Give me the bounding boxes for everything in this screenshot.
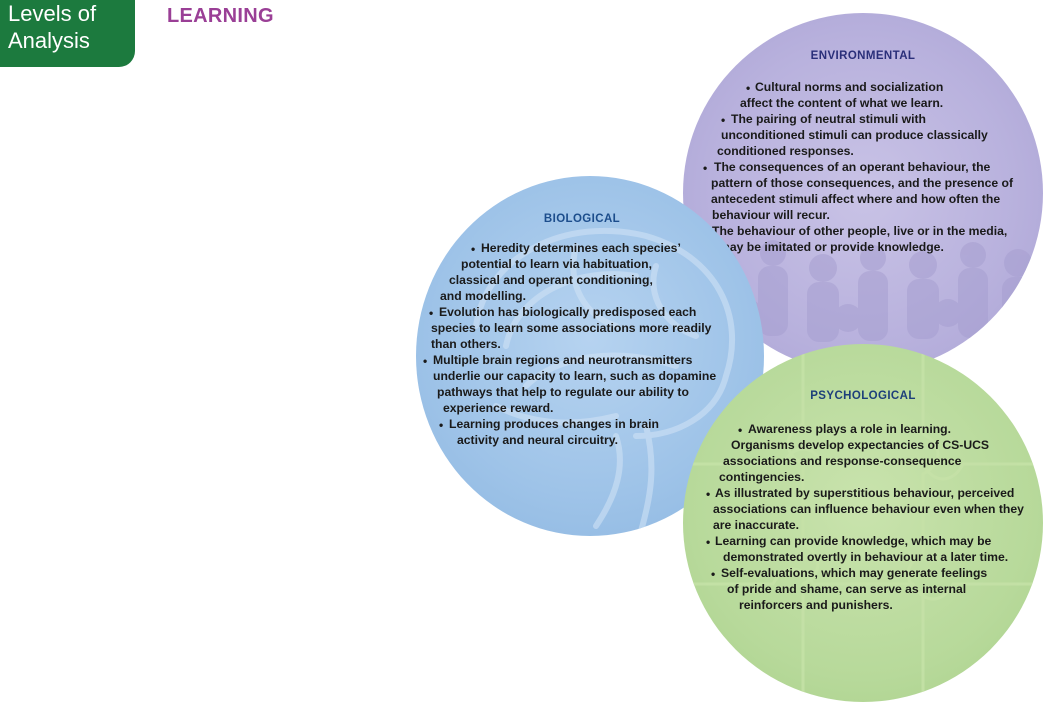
psychological-line: As illustrated by superstitious behaviou…	[715, 486, 1015, 500]
psychological-circle: PSYCHOLOGICAL • Awareness plays a role i…	[683, 344, 1043, 702]
bullet-dot: •	[703, 161, 708, 175]
bullet-dot: •	[471, 242, 476, 256]
page-title: LEARNING	[167, 5, 274, 27]
levels-of-analysis-badge: Levels of Analysis	[0, 0, 135, 67]
environmental-line: behaviour will recur.	[712, 208, 830, 222]
environmental-line: The consequences of an operant behaviour…	[714, 160, 991, 174]
environmental-line: antecedent stimuli affect where and how …	[711, 192, 1001, 206]
psychological-line: Organisms develop expectancies of CS-UCS	[731, 438, 990, 452]
biological-line: underlie our capacity to learn, such as …	[433, 369, 717, 383]
puzzle-illustration	[683, 344, 1043, 702]
brain-illustration	[473, 227, 736, 534]
psychological-line: demonstrated overtly in behaviour at a l…	[723, 550, 1009, 564]
biological-line: classical and operant conditioning,	[449, 273, 653, 287]
bullet-dot: •	[706, 487, 711, 501]
bullet-dot: •	[746, 81, 751, 95]
environmental-line: unconditioned stimuli can produce classi…	[721, 128, 988, 142]
badge-line-2: Analysis	[8, 28, 90, 53]
environmental-line: The behaviour of other people, live or i…	[712, 224, 1008, 238]
psychological-line: Learning can provide knowledge, which ma…	[715, 534, 992, 548]
biological-line: species to learn some associations more …	[431, 321, 712, 335]
psychological-line: associations can influence behaviour eve…	[713, 502, 1024, 516]
bullet-dot: •	[738, 423, 743, 437]
bullet-dot: •	[711, 567, 716, 581]
psychological-line: reinforcers and punishers.	[739, 598, 893, 612]
biological-heading: BIOLOGICAL	[543, 213, 621, 225]
environmental-line: conditioned responses.	[717, 144, 854, 158]
environmental-heading: ENVIRONMENTAL	[810, 50, 916, 62]
environmental-line: Cultural norms and socialization	[755, 80, 944, 94]
psychological-line: are inaccurate.	[713, 518, 800, 532]
bullet-dot: •	[439, 418, 444, 432]
environmental-line: pattern of those consequences, and the p…	[711, 176, 1014, 190]
psychological-line: Self-evaluations, which may generate fee…	[721, 566, 988, 580]
psychological-line: Awareness plays a role in learning.	[748, 422, 951, 436]
bullet-dot: •	[706, 535, 711, 549]
environmental-line: The pairing of neutral stimuli with	[731, 112, 927, 126]
psychological-line: of pride and shame, can serve as interna…	[727, 582, 967, 596]
biological-line: potential to learn via habituation,	[461, 257, 652, 271]
biological-line: Heredity determines each species’	[481, 241, 681, 255]
biological-line: and modelling.	[440, 289, 526, 303]
bullet-dot: •	[423, 354, 428, 368]
biological-line: experience reward.	[443, 401, 554, 415]
psychological-line: associations and response-consequence	[723, 454, 962, 468]
environmental-line: affect the content of what we learn.	[740, 96, 944, 110]
environmental-line: may be imitated or provide knowledge.	[719, 240, 944, 254]
biological-line: activity and neural circuitry.	[457, 433, 618, 447]
psychological-line: contingencies.	[719, 470, 805, 484]
biological-line: than others.	[431, 337, 501, 351]
biological-line: Evolution has biologically predisposed e…	[439, 305, 697, 319]
biological-line: Multiple brain regions and neurotransmit…	[433, 353, 693, 367]
bullet-dot: •	[721, 113, 726, 127]
biological-line: pathways that help to regulate our abili…	[437, 385, 689, 399]
biological-line: Learning produces changes in brain	[449, 417, 659, 431]
bullet-dot: •	[429, 306, 434, 320]
badge-line-1: Levels of	[8, 1, 97, 26]
psychological-heading: PSYCHOLOGICAL	[810, 390, 916, 402]
